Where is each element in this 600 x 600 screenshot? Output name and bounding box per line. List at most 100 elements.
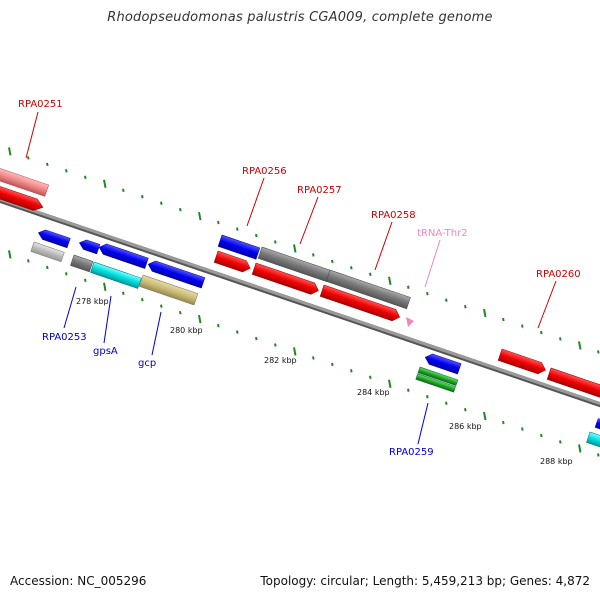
gene-rpa0259[interactable]	[415, 366, 459, 393]
gene-rpa0260[interactable]	[497, 348, 547, 376]
minor-tick	[84, 175, 87, 180]
major-tick	[198, 211, 202, 221]
minor-tick	[27, 259, 30, 263]
minor-tick	[141, 298, 144, 302]
genome-backbone	[0, 197, 600, 408]
label-trna-thr2: tRNA-Thr2	[417, 228, 468, 239]
gene-rpa0258[interactable]	[325, 269, 411, 310]
gene-rpa0251-pink[interactable]	[0, 164, 50, 197]
gene-gpsa[interactable]	[90, 261, 142, 289]
minor-tick	[331, 362, 334, 367]
minor-tick	[274, 343, 277, 347]
minor-tick	[122, 188, 125, 192]
gene-red-1[interactable]	[0, 182, 45, 213]
minor-tick	[464, 407, 467, 412]
minor-tick	[312, 356, 315, 360]
tick-label: 286 kbp	[449, 422, 482, 431]
label-rpa0253: RPA0253	[42, 332, 87, 343]
minor-tick	[179, 310, 182, 315]
minor-tick	[521, 324, 524, 328]
minor-tick	[502, 420, 505, 425]
major-tick	[293, 244, 297, 253]
tick-label: 284 kbp	[357, 388, 390, 397]
label-rpa0251: RPA0251	[18, 99, 63, 110]
map-title: Rhodopseudomonas palustris CGA009, compl…	[107, 10, 493, 25]
minor-tick	[236, 227, 239, 231]
minor-tick	[464, 304, 467, 309]
minor-tick	[559, 337, 562, 341]
label-rpa0259: RPA0259	[389, 447, 434, 458]
minor-tick	[46, 265, 49, 270]
gene-trna-thr2[interactable]	[406, 317, 414, 327]
major-tick	[8, 147, 12, 156]
minor-tick	[426, 292, 429, 296]
minor-tick	[255, 336, 258, 341]
major-tick	[483, 308, 487, 318]
minor-tick	[179, 207, 182, 212]
major-tick	[578, 341, 582, 350]
gene-rpa0253[interactable]	[30, 241, 65, 263]
minor-tick	[46, 162, 49, 167]
minor-tick	[350, 369, 353, 373]
minor-tick	[255, 233, 258, 238]
minor-tick	[369, 272, 372, 277]
label-rpa0258: RPA0258	[371, 210, 416, 221]
accession-text: Accession: NC_005296	[10, 574, 147, 588]
minor-tick	[445, 401, 448, 405]
minor-tick	[521, 427, 524, 431]
minor-tick	[597, 350, 600, 354]
minor-tick	[274, 240, 277, 244]
minor-tick	[84, 278, 87, 283]
gene-blue-2[interactable]	[78, 238, 101, 255]
gene-cyan-edge[interactable]	[586, 431, 600, 450]
major-tick	[388, 379, 392, 388]
minor-tick	[65, 272, 68, 276]
genome-summary-text: Topology: circular; Length: 5,459,213 bp…	[260, 574, 590, 588]
minor-tick	[217, 220, 220, 225]
gene-red-3[interactable]	[251, 262, 320, 296]
major-tick	[578, 444, 582, 453]
gene-gcp[interactable]	[138, 274, 199, 306]
reverse-strand-genes	[30, 228, 600, 450]
minor-tick	[160, 304, 163, 308]
major-tick	[198, 314, 202, 324]
gene-red-2[interactable]	[213, 250, 252, 274]
gene-red-5[interactable]	[546, 367, 600, 400]
minor-tick	[597, 453, 600, 457]
forward-strand-genes	[0, 164, 600, 400]
minor-tick	[445, 298, 448, 302]
major-tick	[388, 276, 392, 285]
gene-blue-3[interactable]	[97, 242, 149, 269]
minor-tick	[540, 433, 543, 438]
gene-rpa0256[interactable]	[217, 234, 261, 260]
minor-tick	[236, 330, 239, 334]
gene-gray-small[interactable]	[70, 254, 94, 273]
minor-tick	[217, 323, 220, 328]
minor-tick	[312, 253, 315, 257]
gene-blue-4[interactable]	[146, 259, 206, 289]
gene-red-4[interactable]	[319, 284, 401, 323]
minor-tick	[160, 201, 163, 205]
major-tick	[8, 250, 12, 259]
tick-label: 282 kbp	[264, 356, 297, 365]
minor-tick	[559, 440, 562, 444]
gene-labels: RPA0251 RPA0256 RPA0257 RPA0258 tRNA-Thr…	[18, 99, 581, 458]
minor-tick	[407, 285, 410, 289]
minor-tick	[331, 259, 334, 264]
tick-label: 280 kbp	[170, 326, 203, 335]
tick-label: 278 kbp	[76, 297, 109, 306]
major-tick	[103, 282, 107, 291]
tick-label: 288 kbp	[540, 457, 573, 466]
major-tick	[103, 179, 107, 188]
minor-tick	[141, 195, 144, 199]
kbp-labels: 278 kbp 280 kbp 282 kbp 284 kbp 286 kbp …	[76, 297, 573, 466]
gene-blue-edge[interactable]	[594, 418, 600, 434]
label-rpa0256: RPA0256	[242, 166, 287, 177]
label-rpa0260: RPA0260	[536, 269, 581, 280]
major-tick	[293, 347, 297, 356]
tick-rows	[8, 147, 600, 457]
gene-blue-5[interactable]	[423, 352, 462, 375]
minor-tick	[27, 156, 30, 160]
gene-blue-1[interactable]	[37, 228, 71, 249]
